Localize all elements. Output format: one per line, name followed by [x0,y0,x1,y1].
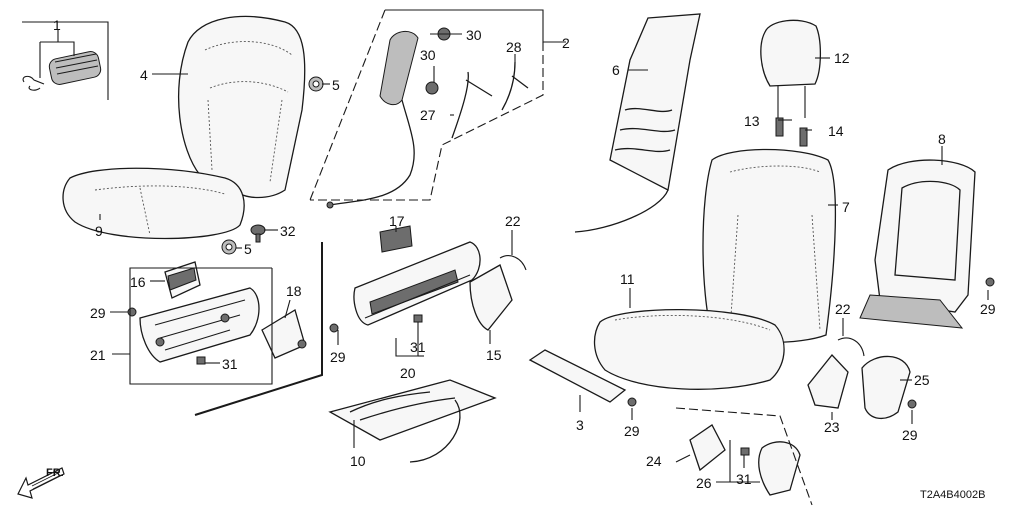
callout-18: 18 [286,283,302,299]
callout-32: 32 [280,223,296,239]
recliner-cover-part [469,264,513,331]
callout-22: 22 [835,301,851,317]
front-direction-label: FR. [46,467,64,479]
callout-26: 26 [696,475,712,491]
side-cover-part [861,355,911,419]
recliner-cover-right-part [807,354,849,409]
callout-29: 29 [980,301,996,317]
headrest-part [760,19,822,118]
callout-11: 11 [620,271,635,287]
callout-31: 31 [736,471,752,487]
callout-21: 21 [90,347,106,363]
callout-25: 25 [914,372,930,388]
front-direction-indicator: FR. [17,467,65,499]
side-trim-part [139,287,260,363]
callout-9: 9 [95,223,103,239]
callout-29: 29 [90,305,106,321]
callout-31: 31 [410,339,426,355]
headrest-guide-part [775,117,808,147]
callout-1: 1 [53,17,61,33]
callout-29: 29 [330,349,346,365]
lumbar-wire-part [451,61,529,139]
ring-part [499,255,865,357]
callout-5: 5 [332,77,340,93]
clip-part [250,224,266,243]
seat-cushion-cover-right [593,308,785,390]
callout-3: 3 [576,417,584,433]
grommet-part [221,76,324,255]
callout-7: 7 [842,199,850,215]
callout-13: 13 [744,113,760,129]
seat-heater-cushion-part [328,379,497,463]
callout-5: 5 [244,241,252,257]
callout-28: 28 [506,39,522,55]
bracket-part [261,309,307,359]
callout-27: 27 [420,107,436,123]
screw-part [127,277,995,409]
spring-part [48,51,102,85]
callout-8: 8 [938,131,946,147]
callout-15: 15 [486,347,502,363]
callout-2: 2 [562,35,570,51]
callout-30: 30 [420,47,436,63]
callout-22: 22 [505,213,521,229]
adjuster-cover-part [164,261,201,299]
callout-10: 10 [350,453,366,469]
callout-labels: 1 4 5 9 5 32 16 29 18 21 31 29 17 31 20 … [53,17,996,491]
callout-16: 16 [130,274,146,290]
foam-pad-part [528,349,627,403]
callout-29: 29 [624,423,640,439]
callout-12: 12 [834,50,850,66]
hook-clip-part [22,75,45,91]
callout-17: 17 [389,213,405,229]
airbag-module-part [326,27,451,209]
callout-29: 29 [902,427,918,443]
seat-cushion-cover-left [62,167,245,240]
leader-lines [39,9,989,483]
group-boundary-lines [22,9,813,506]
callout-14: 14 [828,123,844,139]
callout-31: 31 [222,356,238,372]
switch-part [379,225,413,253]
callout-30: 30 [466,27,482,43]
callout-24: 24 [646,453,662,469]
callout-20: 20 [400,365,416,381]
seat-track-part [353,241,481,326]
seat-heater-back-part [574,13,701,233]
seat-back-cover-right [702,148,837,344]
callout-6: 6 [612,62,620,78]
callout-23: 23 [824,419,840,435]
diagram-code: T2A4B4002B [920,489,985,501]
outer-cover-part [758,441,801,496]
inner-cover-part [689,424,726,472]
callout-4: 4 [140,67,148,83]
seat-back-cover-left [177,15,306,199]
seat-back-frame-part [859,159,976,329]
